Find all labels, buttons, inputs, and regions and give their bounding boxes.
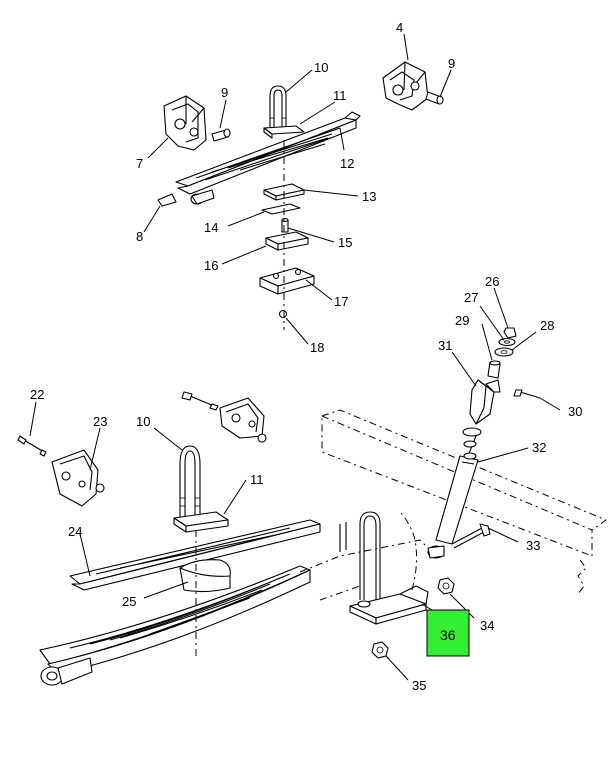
upper-nut	[503, 327, 517, 339]
callout-17[interactable]: 17	[334, 294, 348, 309]
spring-eye-bushing	[157, 189, 215, 207]
helper-spring	[69, 519, 321, 591]
callout-34[interactable]: 34	[480, 618, 494, 633]
callout-8[interactable]: 8	[136, 229, 143, 244]
callout-28[interactable]: 28	[540, 318, 554, 333]
shock-absorber	[427, 427, 482, 559]
lock-nut	[437, 577, 455, 595]
spring-plate	[263, 125, 305, 139]
callout-24[interactable]: 24	[68, 524, 82, 539]
axle-seat	[259, 267, 315, 295]
callout-10[interactable]: 10	[136, 414, 150, 429]
callout-29[interactable]: 29	[455, 313, 469, 328]
shock-bolt	[451, 523, 491, 549]
callout-22[interactable]: 22	[30, 387, 44, 402]
bolt	[181, 391, 219, 411]
callout-31[interactable]: 31	[438, 338, 452, 353]
nut	[371, 641, 389, 659]
callout-11[interactable]: 11	[333, 88, 347, 103]
highlight-box[interactable]	[426, 609, 470, 657]
front-hanger-bracket	[382, 61, 429, 111]
callout-30[interactable]: 30	[568, 404, 582, 419]
shackle-bracket	[219, 397, 267, 443]
spring-plate	[173, 511, 229, 533]
bolt	[17, 435, 47, 457]
callout-32[interactable]: 32	[532, 440, 546, 455]
callout-9[interactable]: 9	[221, 85, 228, 100]
nut	[278, 309, 288, 319]
center-bolt	[281, 217, 289, 233]
shackle-bracket	[51, 449, 105, 507]
callout-15[interactable]: 15	[338, 235, 352, 250]
callout-27[interactable]: 27	[464, 290, 478, 305]
bolt	[513, 389, 541, 399]
callout-9[interactable]: 9	[448, 56, 455, 71]
callout-36[interactable]: 36	[440, 627, 456, 643]
callout-26[interactable]: 26	[485, 274, 499, 289]
hanger-pin	[211, 128, 231, 142]
axle-u-bolt	[339, 511, 381, 600]
shock-mount-plate	[349, 585, 429, 625]
shim	[261, 203, 301, 215]
callout-16[interactable]: 16	[204, 258, 218, 273]
axle-pad	[265, 231, 309, 251]
shock-upper-bracket	[469, 379, 501, 425]
u-bolt	[269, 85, 287, 128]
callout-13[interactable]: 13	[362, 189, 376, 204]
u-bolt	[179, 445, 201, 518]
rubber-bushing	[494, 347, 514, 357]
leader-lines	[29, 33, 561, 681]
callout-labels: 4 9 10 11 9 7 12 13 8 14 15 16 17 18 26 …	[30, 20, 582, 693]
callout-33[interactable]: 33	[526, 538, 540, 553]
callout-11[interactable]: 11	[250, 472, 264, 487]
callout-18[interactable]: 18	[310, 340, 324, 355]
callout-14[interactable]: 14	[204, 220, 218, 235]
rear-hanger-bracket	[163, 95, 207, 151]
callout-12[interactable]: 12	[340, 156, 354, 171]
leaf-spring	[175, 111, 361, 195]
callout-23[interactable]: 23	[93, 414, 107, 429]
callout-4[interactable]: 4	[396, 20, 403, 35]
callout-7[interactable]: 7	[136, 156, 143, 171]
callout-25[interactable]: 25	[122, 594, 136, 609]
hanger-pin	[425, 91, 444, 105]
spacer-block	[179, 559, 231, 593]
main-leaf-spring	[39, 565, 311, 686]
washer	[498, 337, 516, 347]
callout-10[interactable]: 10	[314, 60, 328, 75]
callout-35[interactable]: 35	[412, 678, 426, 693]
sleeve	[487, 360, 501, 379]
